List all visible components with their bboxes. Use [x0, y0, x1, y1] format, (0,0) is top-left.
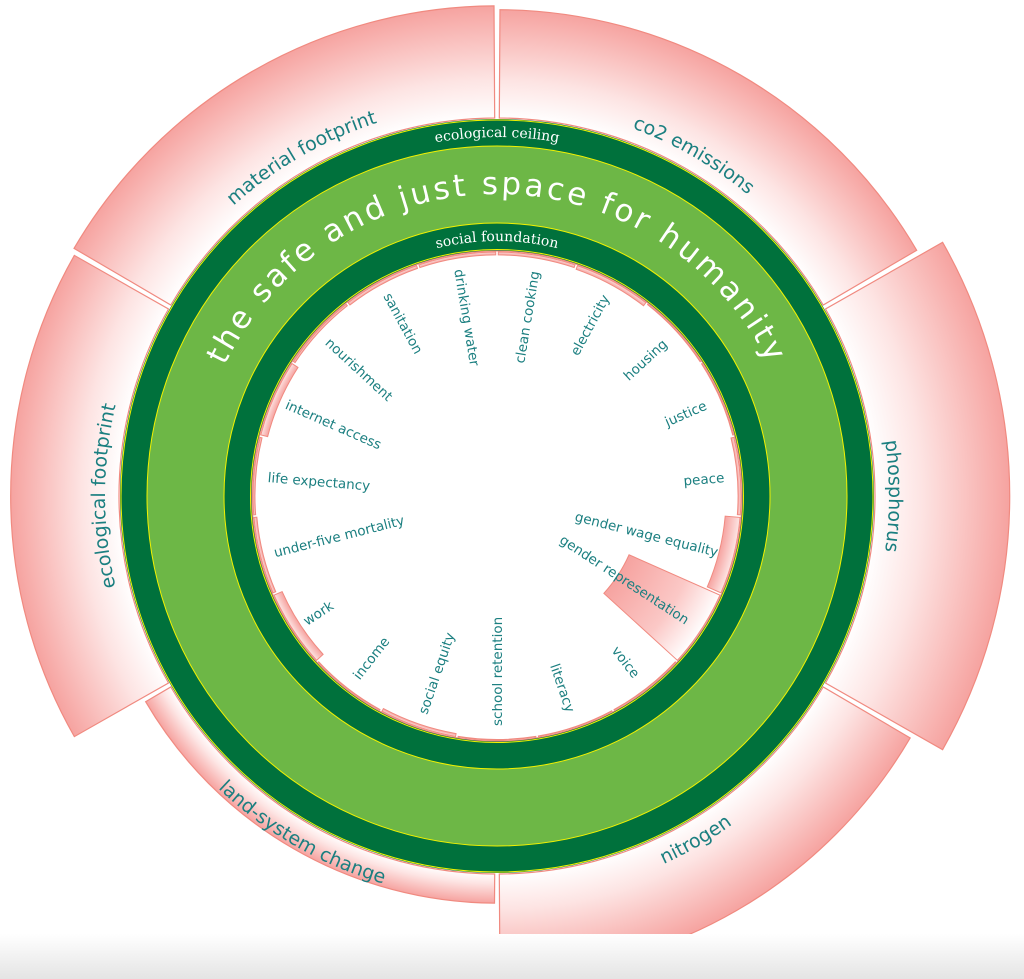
- social-shortfall-area: [251, 250, 743, 742]
- overshoot-wedge-co2-emissions: [498, 9, 918, 306]
- shortfall-wedge-drinking-water: [418, 251, 497, 269]
- shortfall-wedge-school-retention: [457, 735, 537, 741]
- social-foundation-label: social foundation: [434, 229, 560, 252]
- social-foundation-label-text: social foundation: [434, 229, 560, 252]
- shortfall-wedge-work: [273, 590, 324, 662]
- shortfall-wedge-sanitation: [347, 265, 419, 306]
- social-label-peace: peace: [683, 470, 725, 489]
- shortfall-wedge-voice: [613, 661, 677, 711]
- shortfall-wedge-gender-wage-equality: [706, 515, 741, 594]
- overshoot-wedge-land-system-change: [144, 686, 496, 904]
- eco-label-phosphorus-text: phosphorus: [880, 438, 906, 553]
- ring-edge-line: [223, 222, 771, 770]
- ecological-overshoot-wedges: [10, 5, 1011, 976]
- shortfall-wedge-clean-cooking: [497, 251, 576, 269]
- social-foundation-ring: [224, 223, 770, 769]
- shortfall-wedge-internet-access: [260, 362, 299, 438]
- ecological-ceiling-label-text: ecological ceiling: [434, 125, 561, 146]
- shortfall-wedge-peace: [730, 436, 742, 516]
- shortfall-wedge-justice: [700, 362, 734, 436]
- shortfall-wedge-social-equity: [381, 707, 457, 738]
- bottom-fade: [0, 934, 1024, 979]
- ecological-ceiling-label: ecological ceiling: [434, 125, 561, 146]
- shortfall-wedge-housing: [646, 303, 702, 363]
- overshoot-wedge-ecological-footprint: [10, 254, 170, 738]
- shortfall-wedge-literacy: [537, 710, 613, 738]
- safe-and-just-space-band: [147, 146, 847, 846]
- overshoot-wedge-phosphorus: [824, 241, 1011, 751]
- overshoot-wedge-material-footprint: [73, 5, 496, 306]
- shortfall-wedge-nourishment: [292, 303, 349, 364]
- shortfall-wedge-gender-representation: [603, 554, 721, 662]
- ring-edge-line: [120, 119, 874, 873]
- ring-edge-line: [146, 145, 848, 847]
- shortfall-wedge-life-expectancy: [252, 436, 263, 516]
- shortfall-wedge-electricity: [575, 265, 647, 307]
- social-label-school-retention: school retention: [490, 617, 506, 726]
- shortfall-wedge-under-five-mortality: [253, 516, 277, 594]
- eco-label-phosphorus: phosphorus: [880, 438, 906, 553]
- social-shortfall-wedges: [252, 251, 742, 741]
- ecological-ceiling-ring: [120, 119, 874, 873]
- shortfall-wedge-income: [317, 661, 381, 711]
- ring-edge-line: [250, 249, 744, 743]
